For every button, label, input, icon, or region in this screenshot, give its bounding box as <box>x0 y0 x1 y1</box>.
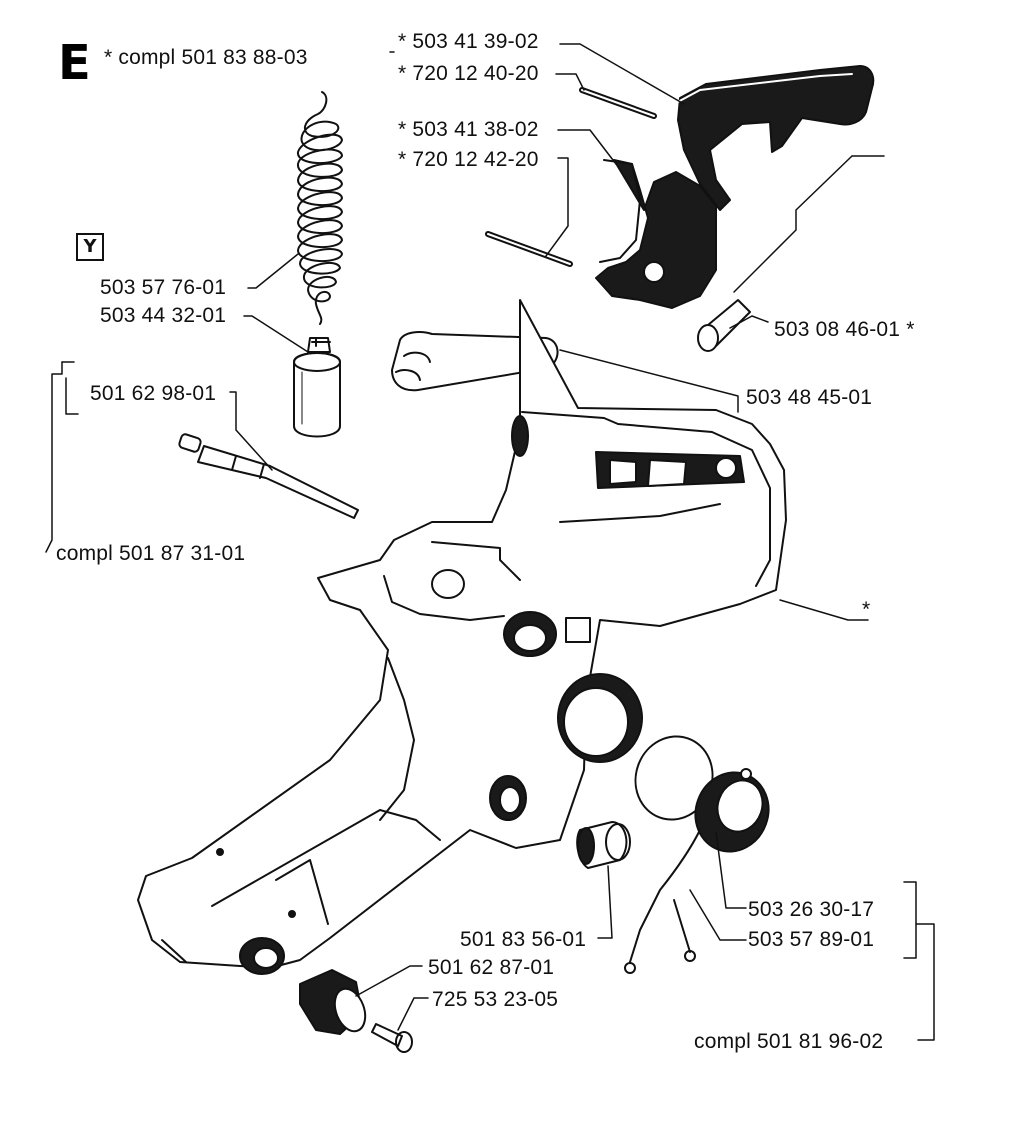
part-label: * 503 41 38-02 <box>398 118 539 141</box>
part-label: * <box>862 598 871 621</box>
symbol-box: Y <box>76 233 104 261</box>
guard-plate-drawing <box>391 331 559 392</box>
part-label: 501 83 56-01 <box>460 928 587 951</box>
part-label: 503 57 76-01 <box>100 276 227 299</box>
bushing-drawing <box>299 969 367 1035</box>
leader-lines <box>229 43 869 1031</box>
part-label: compl 501 81 96-02 <box>694 1030 884 1053</box>
screw-drawing <box>371 1023 413 1053</box>
part-label: 501 62 87-01 <box>428 956 555 979</box>
part-label: compl 501 87 31-01 <box>56 542 246 565</box>
tank-housing-drawing <box>137 299 787 975</box>
part-label: * 720 12 40-20 <box>398 62 539 85</box>
trigger-drawing <box>579 65 875 211</box>
part-label: * 503 41 39-02 <box>398 30 539 53</box>
oil-cap-drawing <box>624 735 770 974</box>
part-label: 503 26 30-17 <box>748 898 875 921</box>
section-letter: E <box>58 35 91 91</box>
spring-drawing <box>297 91 343 325</box>
plug-drawing <box>576 821 631 869</box>
fuel-filter-drawing <box>293 337 341 438</box>
part-label: 503 44 32-01 <box>100 304 227 327</box>
kit-label: * compl 501 83 88-03 <box>104 46 308 69</box>
extension-lines <box>389 51 885 293</box>
part-label: 503 08 46-01 * <box>774 318 915 341</box>
bracket-lines <box>45 361 935 1041</box>
part-label: * 720 12 42-20 <box>398 148 539 171</box>
fuel-pipe-drawing <box>178 433 359 519</box>
part-label: 725 53 23-05 <box>432 988 559 1011</box>
part-label: 501 62 98-01 <box>90 382 217 405</box>
part-label: 503 57 89-01 <box>748 928 875 951</box>
sleeve-drawing <box>697 299 751 352</box>
part-label: 503 48 45-01 <box>746 386 873 409</box>
lockout-drawing <box>485 159 717 309</box>
